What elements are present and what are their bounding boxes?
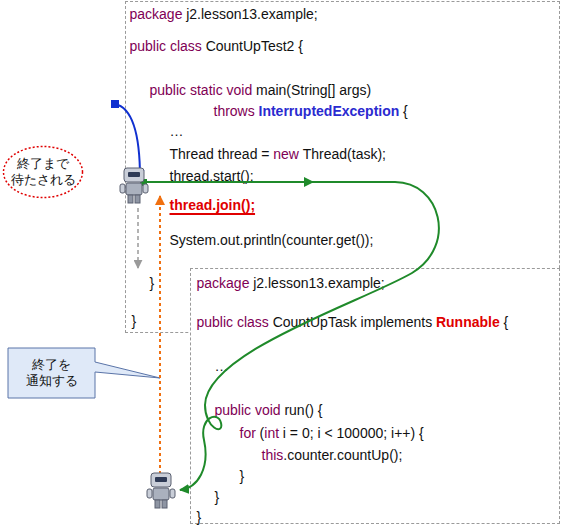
code-token: i = 0; i < 100000; i++) {	[283, 425, 424, 441]
code-token: throws	[214, 103, 255, 119]
code-line: …	[215, 358, 229, 374]
code-line: Thread thread =newThread(task);	[170, 146, 386, 162]
code-line: packagej2.lesson13.example;	[130, 6, 318, 22]
callout-text: 終了を 通知する	[17, 357, 87, 389]
ellipse-outline	[4, 147, 83, 198]
code-token: public void	[215, 402, 281, 418]
code-listing: packagej2.lesson13.example; public classC…	[190, 268, 560, 524]
code-token: }	[215, 489, 220, 505]
code-token: j2.lesson13.example;	[186, 6, 318, 22]
code-line: public static voidmain(String[] args)	[150, 82, 372, 98]
code-line: packagej2.lesson13.example;	[197, 275, 385, 291]
code-token: new	[273, 146, 299, 162]
code-line: }	[215, 489, 220, 505]
code-line: }	[150, 275, 155, 291]
code-token: …	[170, 123, 184, 139]
code-token: public class	[130, 38, 202, 54]
code-token: j2.lesson13.example;	[253, 275, 385, 291]
code-line: public classCountUpTest2 {	[130, 38, 303, 54]
code-token: thread.start();	[170, 168, 254, 184]
code-line: }	[197, 509, 202, 525]
callout-text: 終了まで 待たされる	[7, 156, 79, 188]
code-token: package	[197, 275, 250, 291]
code-token: }	[150, 275, 155, 291]
code-token: public static void	[150, 82, 253, 98]
code-token: Runnable	[436, 314, 500, 330]
start-marker	[111, 100, 119, 108]
code-token: }	[132, 313, 137, 329]
callout-outline	[8, 348, 160, 398]
code-line: throwsInterruptedException{	[214, 103, 408, 119]
code-token: {	[403, 103, 408, 119]
callout-box: 終了を 通知する	[8, 348, 95, 398]
code-line: public voidrun() {	[215, 402, 323, 418]
robot-icon	[147, 473, 175, 508]
code-token: this	[262, 447, 284, 463]
code-line: this.counter.countUp();	[262, 447, 403, 463]
code-token: CountUpTask implements	[273, 314, 433, 330]
code-token: .counter.countUp();	[283, 447, 402, 463]
code-token: run() {	[284, 402, 322, 418]
code-token: for	[240, 425, 256, 441]
code-line: …	[170, 123, 184, 139]
code-token: InterruptedException	[259, 103, 400, 119]
code-token: public class	[197, 314, 269, 330]
code-token: Thread thread =	[170, 146, 270, 162]
code-token: thread.join();	[170, 197, 256, 213]
code-token: {	[503, 314, 508, 330]
code-line: for(int i = 0; i < 100000; i++) {	[240, 425, 424, 441]
code-token: …	[215, 358, 229, 374]
code-token: (	[260, 425, 265, 441]
code-line: }	[132, 313, 137, 329]
code-token: main(String[] args)	[256, 82, 371, 98]
code-token: int	[264, 425, 279, 441]
code-line: public classCountUpTask implementsRunnab…	[197, 314, 509, 330]
code-token: }	[197, 509, 202, 525]
code-token: package	[130, 6, 183, 22]
code-line: System.out.println(counter.get());	[170, 232, 374, 248]
code-line: thread.join();	[170, 197, 256, 213]
code-token: CountUpTest2 {	[206, 38, 303, 54]
code-token: Thread(task);	[303, 146, 386, 162]
code-line: thread.start();	[170, 168, 254, 184]
callout-ellipse: 終了まで 待たされる	[2, 145, 84, 199]
code-token: System.out.println(counter.get());	[170, 232, 374, 248]
code-token: }	[240, 468, 245, 484]
code-line: }	[240, 468, 245, 484]
